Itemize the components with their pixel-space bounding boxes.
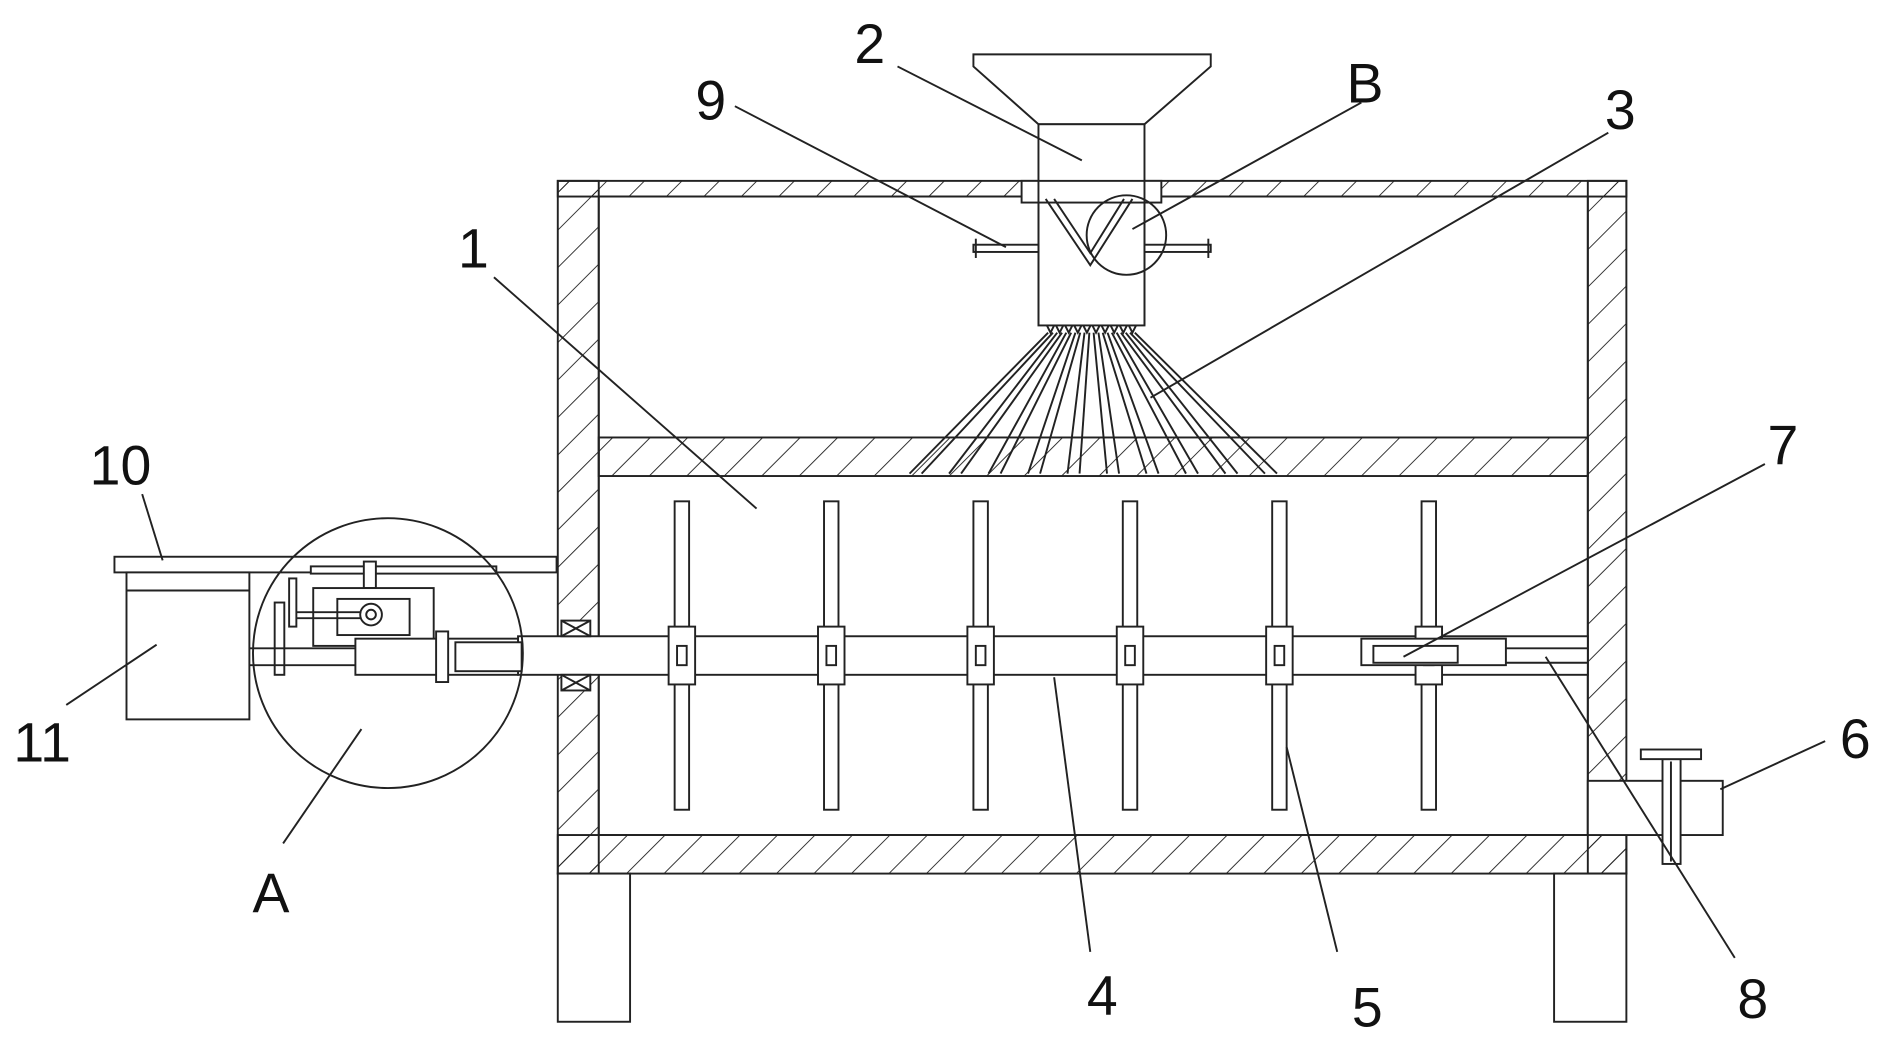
label-2: 2 [854,13,885,75]
label-b: B [1346,53,1383,115]
motor-box [126,572,249,719]
label-11: 11 [13,712,71,774]
label-3: 3 [1605,79,1636,141]
paddle [1266,501,1293,809]
label-8: 8 [1737,968,1768,1030]
label-a: A [253,862,290,924]
label-5: 5 [1352,977,1383,1039]
leader-lines [66,66,1825,957]
paddle [1117,501,1144,809]
paddle [967,501,994,809]
bottom-wall [558,835,1627,874]
partition-plate [599,437,1588,476]
right-wall [1588,181,1627,874]
valve-bar-right [1144,245,1210,252]
drive-assembly [114,518,556,788]
label-9: 9 [695,69,726,131]
label-10: 10 [90,434,152,496]
label-4: 4 [1087,965,1118,1027]
valve-bar-left [973,245,1038,252]
paddle [669,501,696,809]
paddle [818,501,845,809]
label-6: 6 [1840,708,1871,770]
left-wall [558,181,599,874]
leg-left [558,874,630,1022]
leg-right [1554,874,1626,1022]
label-1: 1 [458,218,489,280]
label-7: 7 [1768,414,1799,476]
